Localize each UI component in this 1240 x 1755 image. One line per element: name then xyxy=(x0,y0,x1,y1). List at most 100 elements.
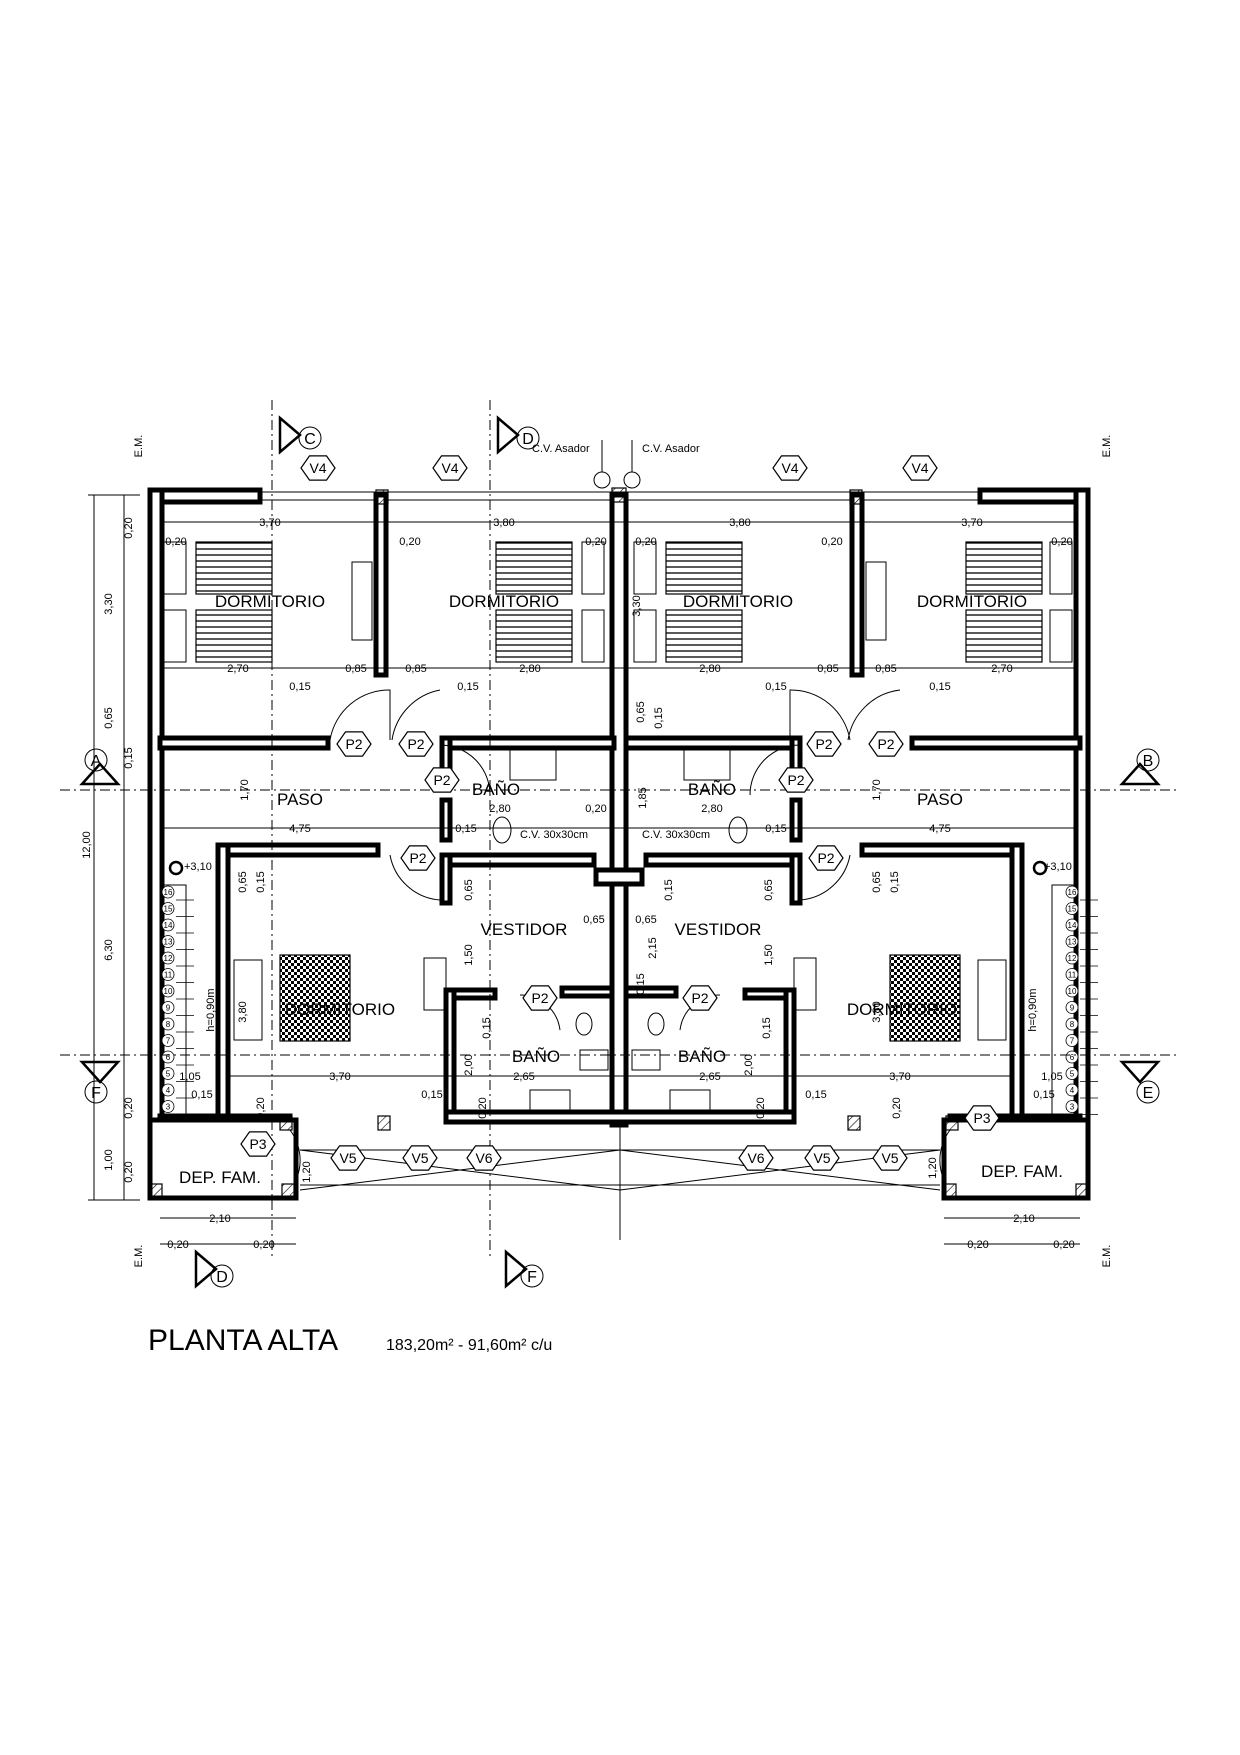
svg-text:0,20: 0,20 xyxy=(399,536,420,548)
svg-text:1,20: 1,20 xyxy=(301,1161,313,1182)
door-swings xyxy=(289,689,951,1181)
svg-text:0,20: 0,20 xyxy=(585,536,606,548)
stair-step-number: 14 xyxy=(164,921,173,930)
reference-lines xyxy=(60,400,1180,1260)
room-label-paso-right: PASO xyxy=(917,790,963,809)
opening-tag-v6: V6 xyxy=(738,1145,774,1171)
opening-tag-p3: P3 xyxy=(240,1131,276,1157)
room-label-dormitorio-5: DORMITORIO xyxy=(285,1000,395,1019)
svg-text:0,85: 0,85 xyxy=(405,663,426,675)
svg-text:D: D xyxy=(216,1269,228,1286)
svg-text:0,20: 0,20 xyxy=(255,1097,267,1118)
stair-step-number: 10 xyxy=(1068,987,1077,996)
stair-step-marker xyxy=(1065,935,1079,948)
stair-step-marker xyxy=(1065,902,1079,915)
furniture xyxy=(163,541,1073,1113)
svg-text:0,85: 0,85 xyxy=(875,663,896,675)
stair-step-number: 11 xyxy=(164,971,173,980)
svg-text:1,50: 1,50 xyxy=(763,944,775,965)
svg-text:0,15: 0,15 xyxy=(1033,1089,1054,1101)
em-label-bottom-left: E.M. xyxy=(133,1245,145,1268)
svg-text:P2: P2 xyxy=(407,736,424,752)
stair-step-marker xyxy=(161,1083,175,1097)
stair-step-marker xyxy=(161,935,175,948)
room-labels: DORMITORIO DORMITORIO DORMITORIO DORMITO… xyxy=(179,592,1063,1187)
svg-text:V6: V6 xyxy=(747,1150,764,1166)
room-label-dormitorio-1: DORMITORIO xyxy=(215,592,325,611)
stair-step-number: 15 xyxy=(164,905,173,914)
svg-text:0,85: 0,85 xyxy=(817,663,838,675)
cv-30-label-right: C.V. 30x30cm xyxy=(642,829,710,841)
svg-text:0,65: 0,65 xyxy=(103,707,115,728)
svg-text:2,10: 2,10 xyxy=(1013,1213,1034,1225)
svg-text:0,15: 0,15 xyxy=(663,879,675,900)
stair-step-marker xyxy=(161,1100,175,1113)
svg-text:V5: V5 xyxy=(339,1150,356,1166)
opening-tag-p2: P2 xyxy=(424,767,460,793)
svg-text:0,65: 0,65 xyxy=(583,914,604,926)
svg-text:C: C xyxy=(304,431,316,448)
annotations: C.V. Asador C.V. Asador C.V. 30x30cm C.V… xyxy=(133,435,1113,1268)
svg-text:P2: P2 xyxy=(815,736,832,752)
stair-step-marker xyxy=(1065,1083,1079,1097)
room-label-vestidor-1: VESTIDOR xyxy=(481,920,568,939)
opening-tag-v5: V5 xyxy=(804,1145,840,1171)
title-main: PLANTA ALTA xyxy=(148,1324,338,1357)
stair-step-marker xyxy=(1065,1017,1079,1031)
svg-text:0,20: 0,20 xyxy=(967,1239,988,1251)
svg-text:2,15: 2,15 xyxy=(647,937,659,958)
svg-text:0,65: 0,65 xyxy=(763,879,775,900)
svg-text:3,70: 3,70 xyxy=(961,517,982,529)
svg-text:0,20: 0,20 xyxy=(253,1239,274,1251)
room-label-dep-fam-left: DEP. FAM. xyxy=(179,1168,261,1187)
opening-tag-v4: V4 xyxy=(432,455,468,481)
svg-text:6,30: 6,30 xyxy=(103,939,115,960)
section-marker-c: C xyxy=(278,415,322,455)
cv-30-label-left: C.V. 30x30cm xyxy=(520,829,588,841)
svg-text:0,15: 0,15 xyxy=(805,1089,826,1101)
stair-step-number: 15 xyxy=(1068,905,1077,914)
svg-text:2,70: 2,70 xyxy=(991,663,1012,675)
room-label-dormitorio-4: DORMITORIO xyxy=(917,592,1027,611)
svg-text:0,15: 0,15 xyxy=(765,823,786,835)
stair-step-number: 16 xyxy=(1068,888,1077,897)
opening-tag-p3: P3 xyxy=(964,1105,1000,1131)
svg-text:0,20: 0,20 xyxy=(123,517,135,538)
svg-text:1,20: 1,20 xyxy=(927,1157,939,1178)
svg-text:0,15: 0,15 xyxy=(929,681,950,693)
stair-step-marker xyxy=(161,1034,175,1047)
stair-step-marker xyxy=(1065,968,1079,981)
svg-text:3,80: 3,80 xyxy=(237,1001,249,1022)
svg-text:0,15: 0,15 xyxy=(455,823,476,835)
room-label-dormitorio-3: DORMITORIO xyxy=(683,592,793,611)
em-label-top-left: E.M. xyxy=(133,435,145,458)
svg-text:1,70: 1,70 xyxy=(239,779,251,800)
svg-text:0,15: 0,15 xyxy=(635,973,647,994)
stair-step-marker xyxy=(1065,984,1079,998)
em-label-bottom-right: E.M. xyxy=(1101,1245,1113,1268)
svg-text:B: B xyxy=(1143,753,1154,770)
svg-text:3,80: 3,80 xyxy=(729,517,750,529)
svg-text:12,00: 12,00 xyxy=(81,831,93,859)
stair-step-marker xyxy=(161,918,175,932)
svg-text:1,85: 1,85 xyxy=(637,787,649,808)
opening-tag-p2: P2 xyxy=(398,731,434,757)
svg-text:0,65: 0,65 xyxy=(635,701,647,722)
svg-text:0,85: 0,85 xyxy=(345,663,366,675)
svg-text:P2: P2 xyxy=(877,736,894,752)
svg-text:3,70: 3,70 xyxy=(889,1071,910,1083)
svg-text:0,15: 0,15 xyxy=(255,871,267,892)
stair-step-number: 5 xyxy=(1070,1070,1075,1079)
svg-text:0,65: 0,65 xyxy=(871,871,883,892)
stair-step-number: 10 xyxy=(164,987,173,996)
room-label-vestidor-2: VESTIDOR xyxy=(675,920,762,939)
stair-step-number: 3 xyxy=(1070,1103,1075,1112)
section-marker-d-top: D xyxy=(496,415,540,455)
stair-step-marker xyxy=(161,968,175,981)
stair-step-number: 9 xyxy=(166,1004,171,1013)
opening-tag-v4: V4 xyxy=(300,455,336,481)
svg-text:3,80: 3,80 xyxy=(493,517,514,529)
